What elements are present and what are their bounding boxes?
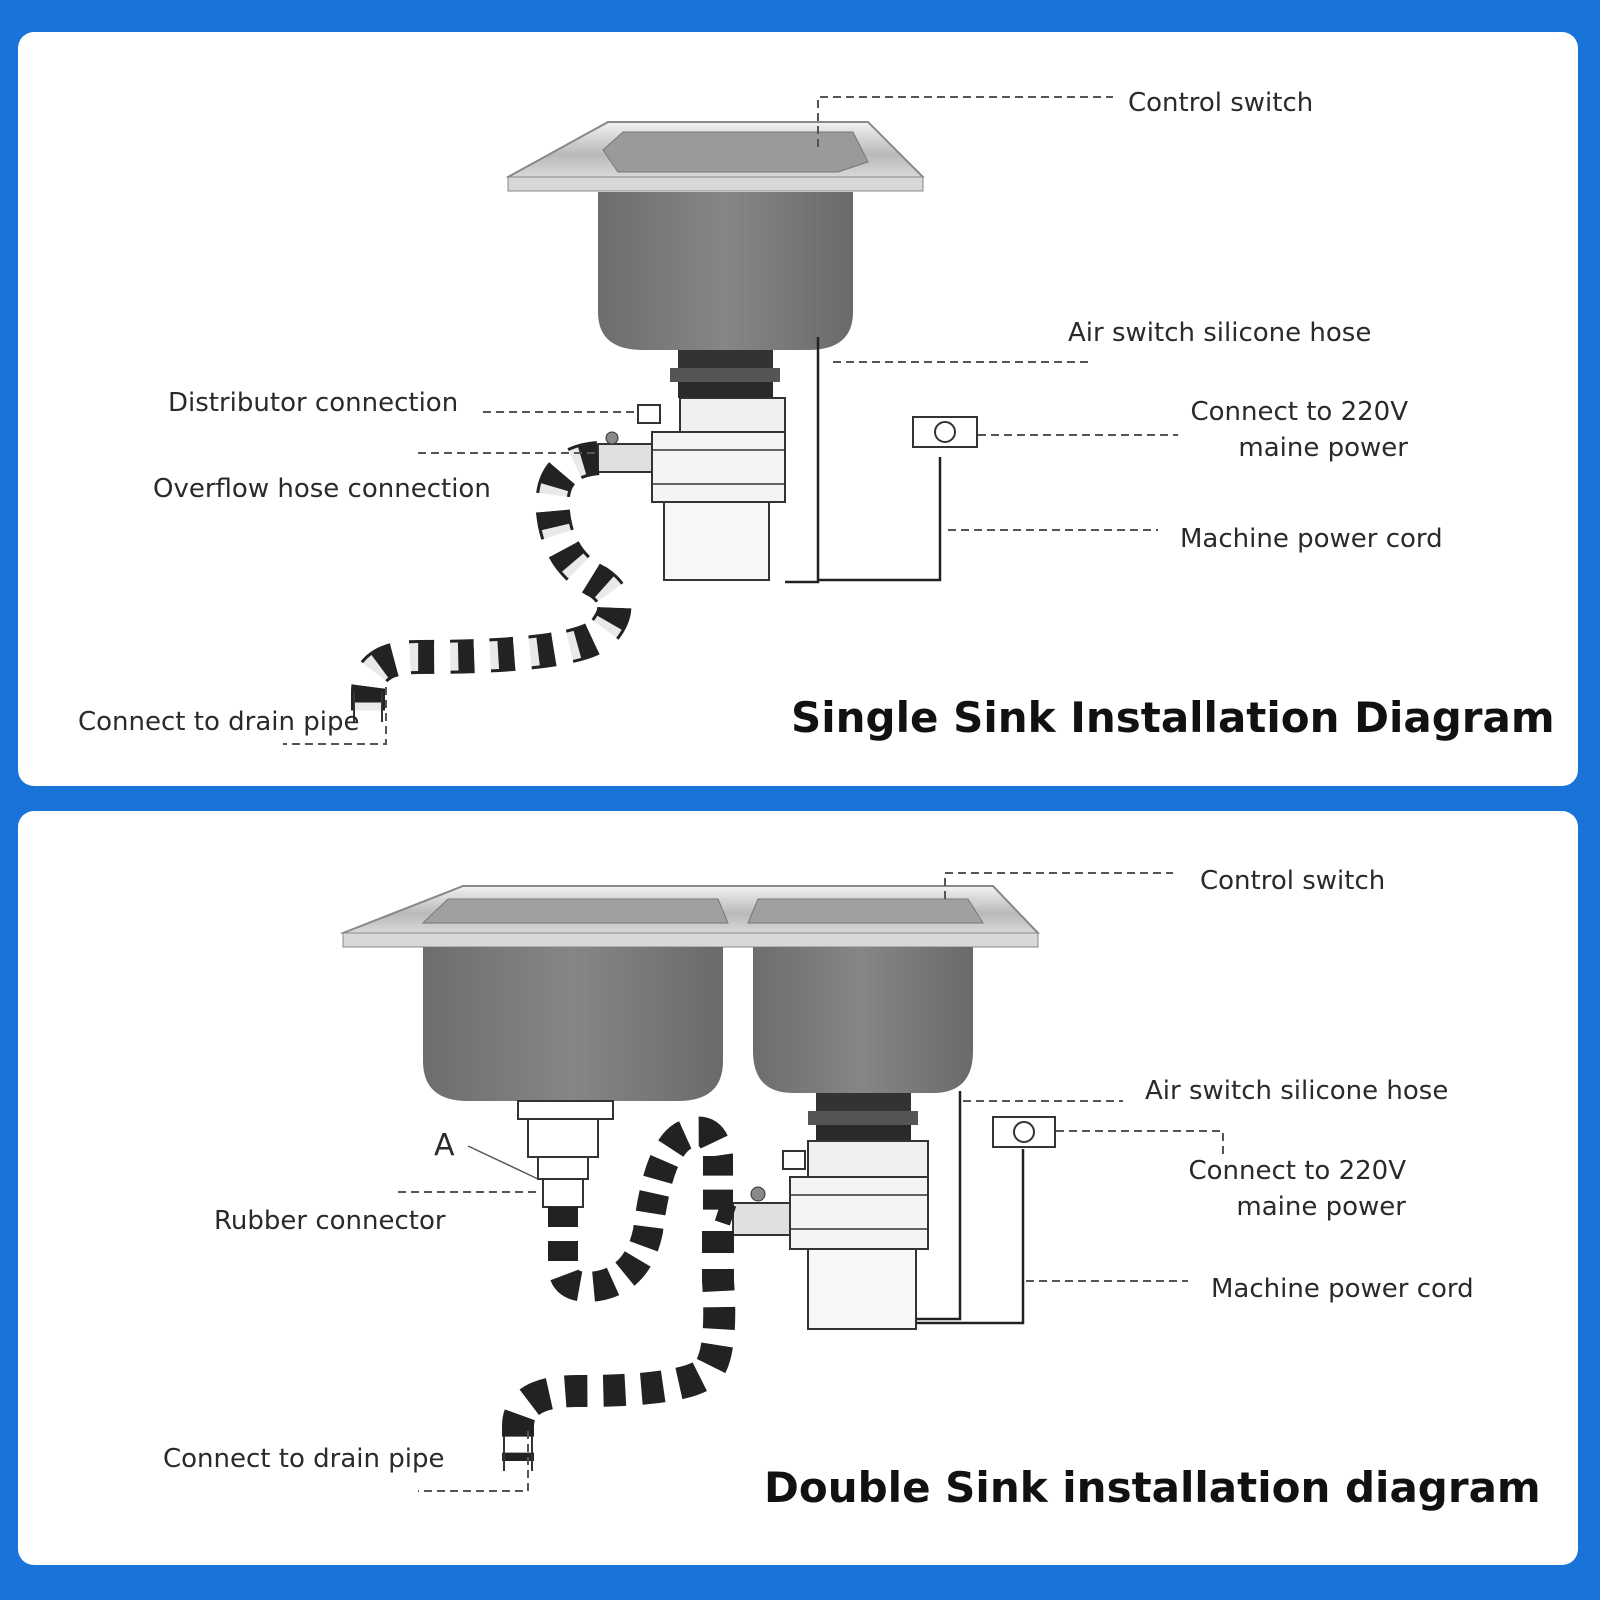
double-drain-hose [502,1231,736,1471]
double-sink-right-basin [753,947,973,1093]
label-power-220v-line2: maine power [1238,433,1408,463]
label-distributor-connection: Distributor connection [168,388,459,418]
label-power-220v-line1: Connect to 220V [1190,397,1408,427]
right-drain-flange [808,1093,918,1141]
single-sink-rim [505,121,925,192]
single-sink-basin [598,192,853,350]
single-sink-flange [670,350,780,398]
double-disposer-unit [732,1140,929,1330]
label-drain-pipe: Connect to drain pipe [78,707,360,737]
label-rubber-connector: Rubber connector [214,1206,446,1236]
marker-a-pointer [467,1145,539,1180]
label-power-220v-double-line1: Connect to 220V [1188,1156,1406,1186]
label-air-switch-hose: Air switch silicone hose [1068,318,1372,348]
label-control-switch-double: Control switch [1200,866,1386,896]
label-power-cord: Machine power cord [1180,524,1443,554]
label-power-220v: Connect to 220V maine power [1168,394,1408,466]
single-drain-hose [351,441,632,722]
label-power-220v-double-line2: maine power [1236,1192,1406,1222]
label-marker-a: A [434,1128,455,1163]
double-sink-left-basin [423,947,723,1101]
single-air-hose [785,337,942,584]
double-power-socket [992,1116,1056,1148]
double-connecting-hose [548,1116,737,1302]
double-sink-illustration [340,872,1224,1492]
single-power-socket [912,416,978,448]
double-leader-lines [398,872,1224,1492]
single-diagram-title: Single Sink Installation Diagram [791,693,1555,742]
double-sink-panel: Control switch Air switch silicone hose … [18,811,1578,1565]
double-air-hose [916,1091,1025,1325]
label-power-cord-double: Machine power cord [1211,1274,1474,1304]
label-drain-pipe-double: Connect to drain pipe [163,1444,445,1474]
label-control-switch: Control switch [1128,88,1314,118]
single-disposer-unit [597,397,786,581]
single-sink-panel: Control switch Air switch silicone hose … [18,32,1578,786]
label-power-220v-double: Connect to 220V maine power [1166,1153,1406,1225]
single-leader-lines [283,96,1178,745]
label-overflow-hose: Overflow hose connection [153,474,491,504]
double-sink-rim [340,885,1040,948]
double-diagram-title: Double Sink installation diagram [764,1463,1541,1512]
single-sink-illustration [283,96,1178,745]
label-air-switch-hose-double: Air switch silicone hose [1145,1076,1449,1106]
